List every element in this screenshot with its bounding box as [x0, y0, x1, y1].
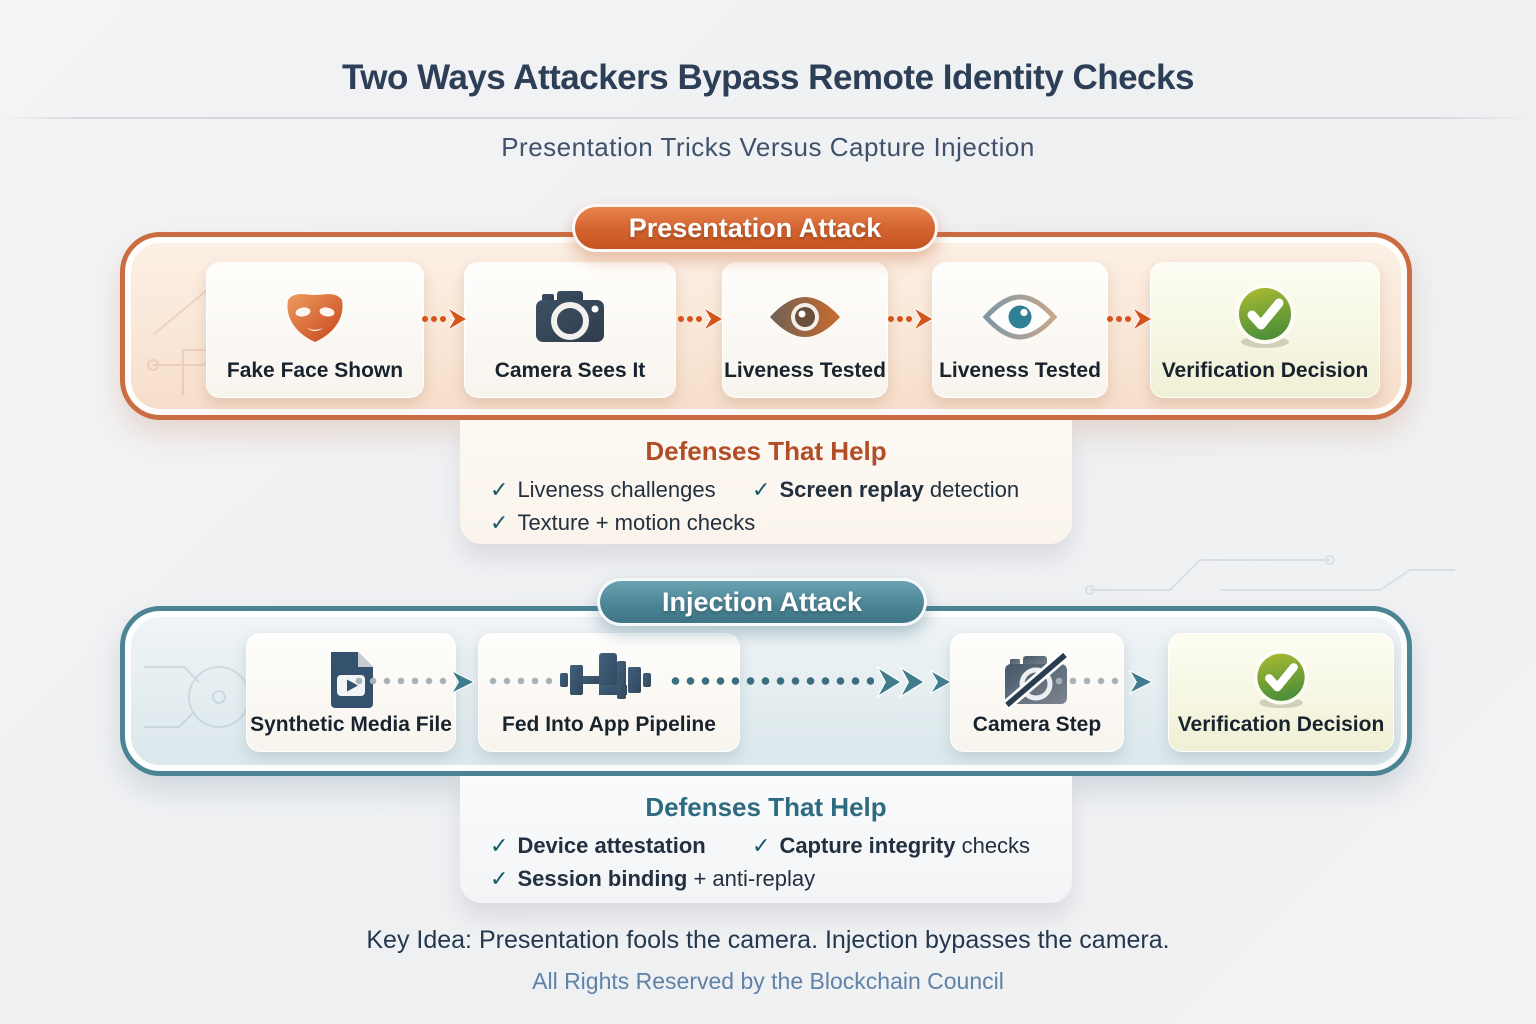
injection-attack-badge: Injection Attack	[597, 578, 927, 626]
step-label: Fed Into App Pipeline	[502, 713, 716, 736]
step-label: Synthetic Media File	[250, 713, 452, 736]
step-label: Liveness Tested	[724, 359, 886, 382]
step-card-fed-into-app-pipeline: Fed Into App Pipeline	[478, 633, 740, 752]
circuit-decor	[1085, 555, 1455, 595]
step-card-liveness-tested-1: Liveness Tested	[722, 262, 888, 398]
step-label: Liveness Tested	[939, 359, 1101, 382]
injection-defenses-box: Defenses That Help ✓Device attestation ✓…	[460, 776, 1072, 903]
page-title: Two Ways Attackers Bypass Remote Identit…	[342, 58, 1194, 97]
check-icon: ✓	[490, 510, 509, 535]
flow-arrow-icon	[676, 307, 724, 336]
camera-icon	[532, 275, 608, 359]
step-card-camera-step: Camera Step	[950, 633, 1124, 752]
defense-item: ✓Liveness challenges	[490, 477, 716, 502]
defense-item: ✓Capture integrity checks	[752, 833, 1031, 858]
defenses-title: Defenses That Help	[645, 436, 887, 466]
title-divider	[0, 117, 1536, 119]
flow-arrow-icon	[420, 307, 468, 336]
check-circle-icon	[1250, 646, 1312, 713]
defenses-list: ✓Liveness challenges ✓Screen replay dete…	[460, 477, 1072, 536]
defenses-title: Defenses That Help	[645, 792, 887, 822]
step-label: Verification Decision	[1161, 359, 1369, 382]
step-label: Camera Sees It	[494, 359, 646, 382]
eye-outline-icon	[981, 275, 1059, 359]
defenses-list: ✓Device attestation ✓Capture integrity c…	[460, 833, 1072, 892]
check-circle-icon	[1231, 275, 1299, 359]
check-icon: ✓	[752, 833, 771, 858]
flow-arrow-icon	[929, 669, 953, 699]
step-label: Camera Step	[972, 713, 1102, 736]
presentation-attack-badge: Presentation Attack	[572, 204, 938, 252]
step-label: Fake Face Shown	[226, 359, 404, 382]
check-icon: ✓	[490, 833, 509, 858]
defense-item: ✓Device attestation	[490, 833, 706, 858]
presentation-attack-badge-label: Presentation Attack	[628, 212, 882, 243]
dotted-connector	[668, 677, 874, 685]
copyright-text: All Rights Reserved by the Blockchain Co…	[532, 968, 1004, 994]
check-icon: ✓	[490, 477, 509, 502]
dotted-connector	[486, 677, 552, 685]
mask-icon	[283, 275, 347, 359]
flow-arrow-icon	[886, 307, 934, 336]
dotted-connector	[1052, 677, 1122, 685]
step-card-liveness-tested-2: Liveness Tested	[932, 262, 1108, 398]
key-idea-text: Key Idea: Presentation fools the camera.…	[366, 926, 1170, 954]
step-card-verification-decision-1: Verification Decision	[1150, 262, 1380, 398]
dotted-connector	[352, 677, 448, 685]
double-chevron-arrow-icon	[875, 665, 928, 703]
flow-arrow-icon	[1105, 307, 1153, 336]
check-icon: ✓	[490, 866, 509, 891]
step-card-camera-sees-it: Camera Sees It	[464, 262, 676, 398]
defense-item: ✓Session binding + anti-replay	[490, 866, 816, 891]
page-subtitle: Presentation Tricks Versus Capture Injec…	[501, 132, 1035, 162]
step-card-fake-face-shown: Fake Face Shown	[206, 262, 424, 398]
presentation-defenses-box: Defenses That Help ✓Liveness challenges …	[460, 420, 1072, 544]
step-card-verification-decision-2: Verification Decision	[1168, 633, 1394, 752]
step-card-synthetic-media-file: Synthetic Media File	[246, 633, 456, 752]
flow-arrow-icon	[1128, 669, 1154, 699]
defense-item: ✓Texture + motion checks	[490, 510, 756, 535]
defense-item: ✓Screen replay detection	[752, 477, 1020, 502]
flow-arrow-icon	[450, 669, 476, 699]
pipe-icon	[560, 646, 658, 713]
camera-slash-icon	[999, 646, 1075, 713]
injection-attack-badge-label: Injection Attack	[661, 586, 863, 617]
check-icon: ✓	[752, 477, 771, 502]
step-label: Verification Decision	[1177, 713, 1385, 736]
eye-filled-icon	[767, 275, 843, 359]
